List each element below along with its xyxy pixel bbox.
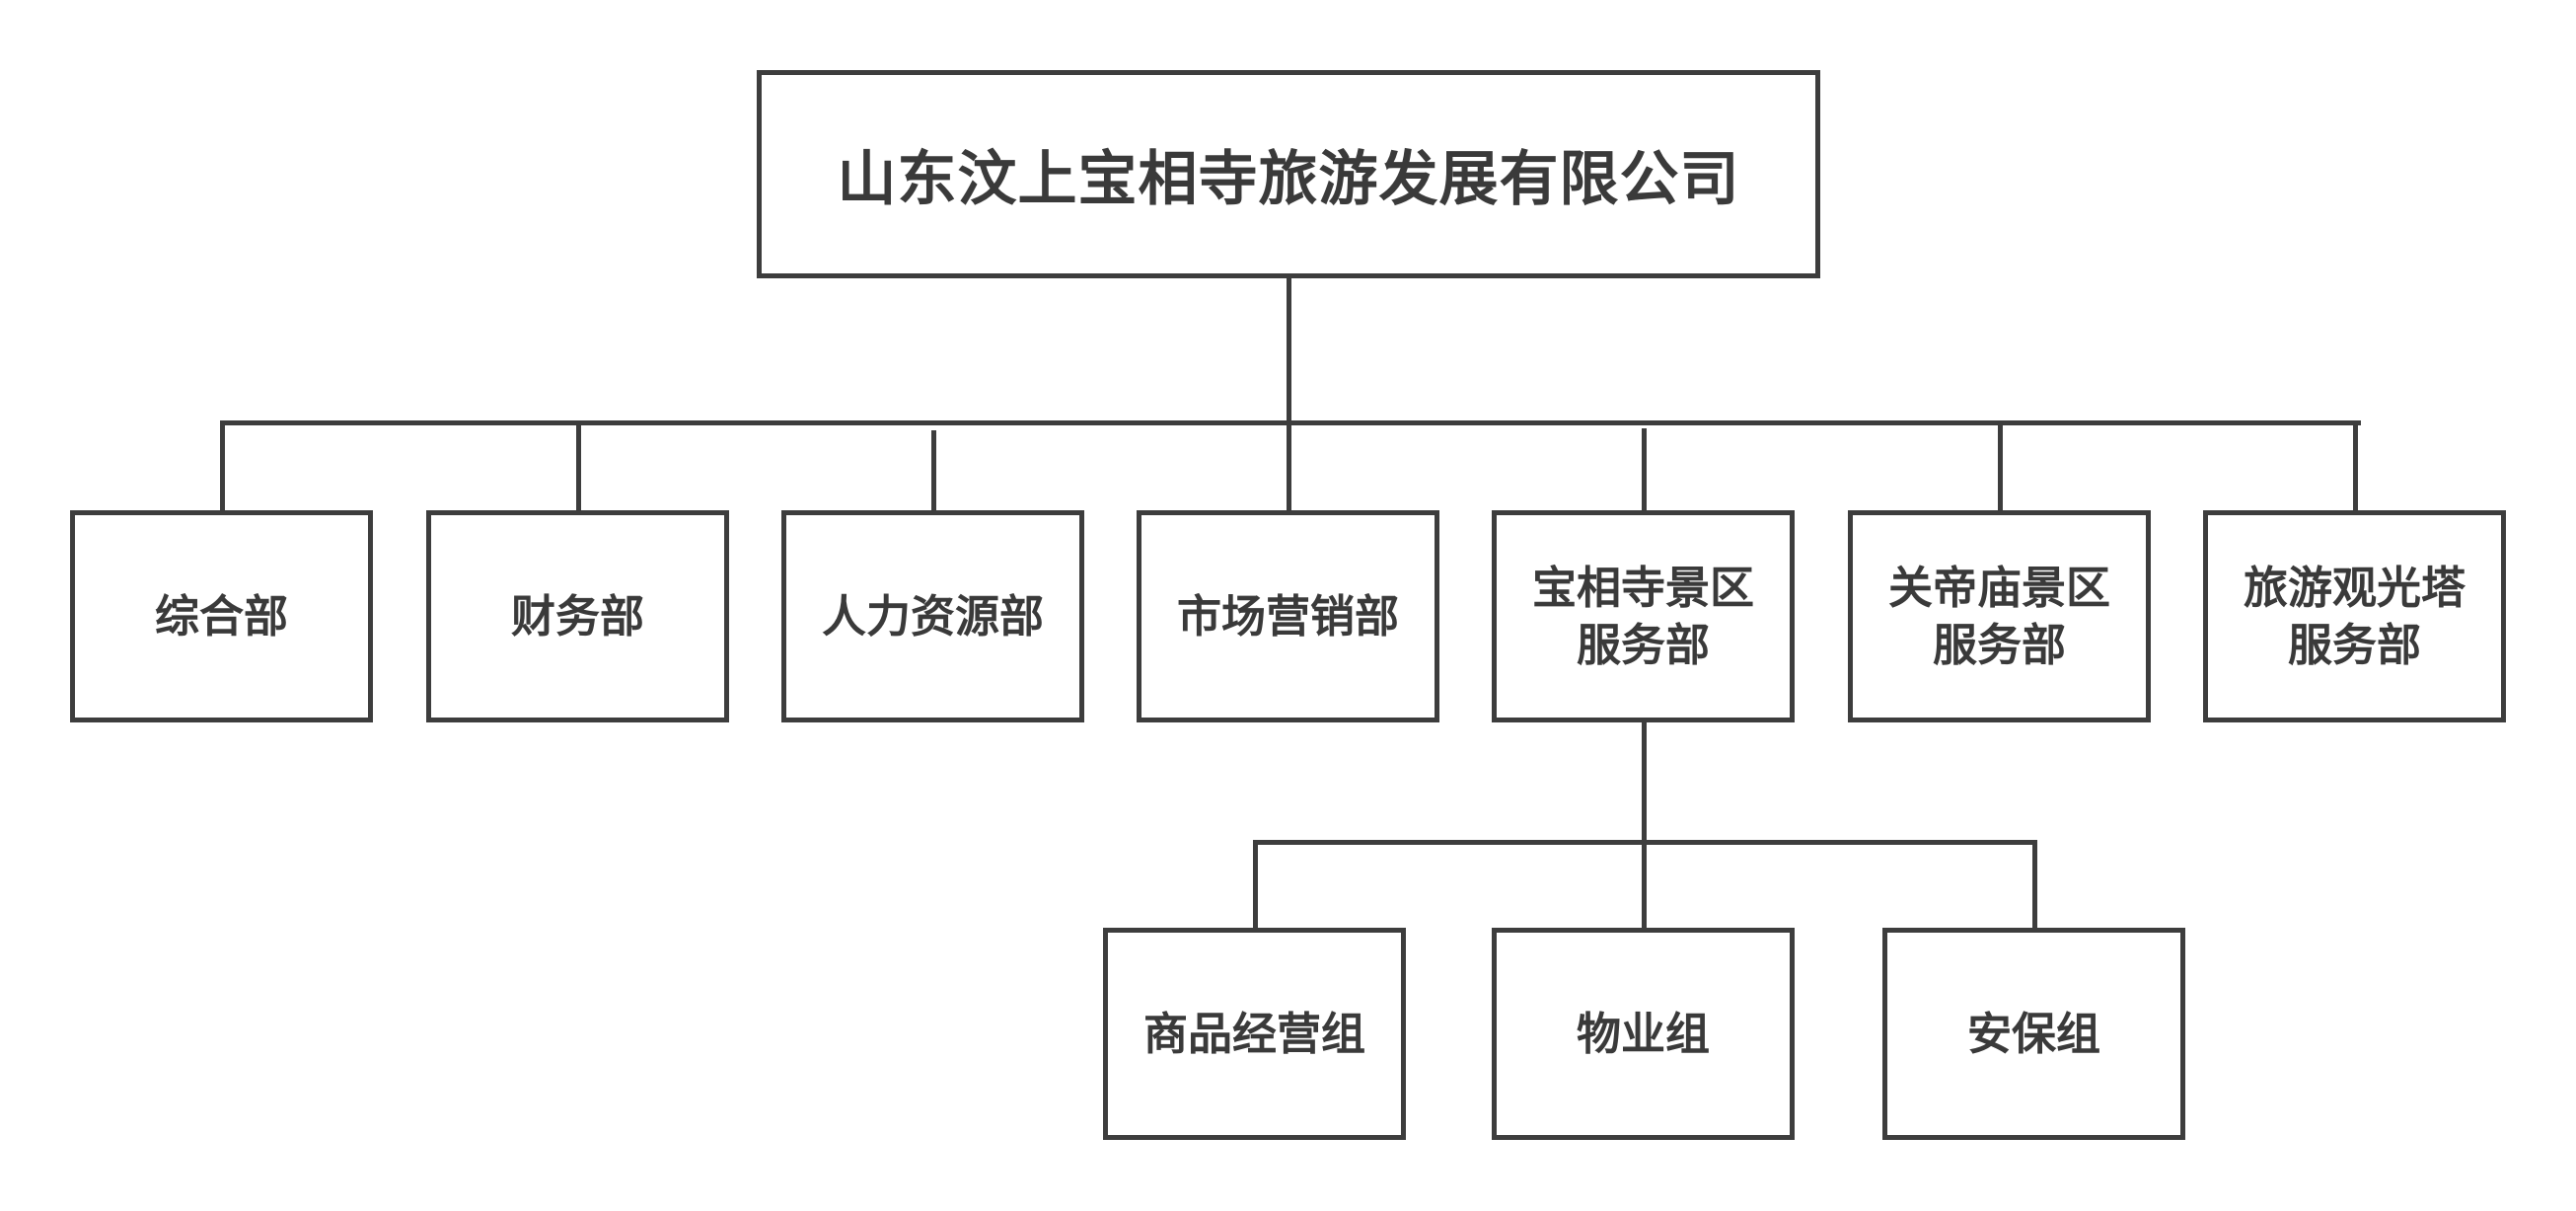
dept-label: 综合部 xyxy=(154,589,288,643)
root-company-label: 山东汶上宝相寺旅游发展有限公司 xyxy=(837,145,1740,214)
connector-dept-3 xyxy=(931,430,936,512)
dept-box-marketing: 市场营销部 xyxy=(1137,510,1439,722)
connector-dept-7 xyxy=(2353,420,2358,512)
connector-sub-bus xyxy=(1253,840,2037,845)
connector-sub-trunk xyxy=(1642,719,1647,931)
group-box-security: 安保组 xyxy=(1882,928,2185,1140)
dept-label: 人力资源部 xyxy=(821,589,1044,643)
connector-dept-1 xyxy=(220,420,225,512)
dept-label: 旅游观光塔 服务部 xyxy=(2243,561,2466,671)
connector-dept-4 xyxy=(1287,420,1291,512)
dept-label: 财务部 xyxy=(510,589,644,643)
dept-box-finance: 财务部 xyxy=(426,510,729,722)
connector-dept-6 xyxy=(1998,420,2003,512)
root-company-box: 山东汶上宝相寺旅游发展有限公司 xyxy=(757,70,1820,278)
connector-dept-2 xyxy=(576,420,581,512)
dept-box-human-resources: 人力资源部 xyxy=(781,510,1084,722)
dept-label: 市场营销部 xyxy=(1176,589,1399,643)
dept-label: 宝相寺景区 服务部 xyxy=(1531,561,1754,671)
dept-box-general-affairs: 综合部 xyxy=(70,510,373,722)
group-label: 商品经营组 xyxy=(1142,1007,1365,1060)
connector-root-trunk xyxy=(1287,273,1291,423)
dept-box-tower-service: 旅游观光塔 服务部 xyxy=(2203,510,2506,722)
group-label: 物业组 xyxy=(1576,1007,1710,1060)
dept-box-baoxiang-temple-service: 宝相寺景区 服务部 xyxy=(1492,510,1795,722)
group-box-property: 物业组 xyxy=(1492,928,1795,1140)
group-box-merchandise: 商品经营组 xyxy=(1103,928,1406,1140)
dept-label: 关帝庙景区 服务部 xyxy=(1887,561,2110,671)
connector-dept-5 xyxy=(1642,428,1647,512)
connector-sub-3 xyxy=(2032,840,2037,931)
dept-box-guandi-temple-service: 关帝庙景区 服务部 xyxy=(1848,510,2151,722)
connector-sub-1 xyxy=(1253,840,1258,931)
group-label: 安保组 xyxy=(1966,1007,2100,1060)
